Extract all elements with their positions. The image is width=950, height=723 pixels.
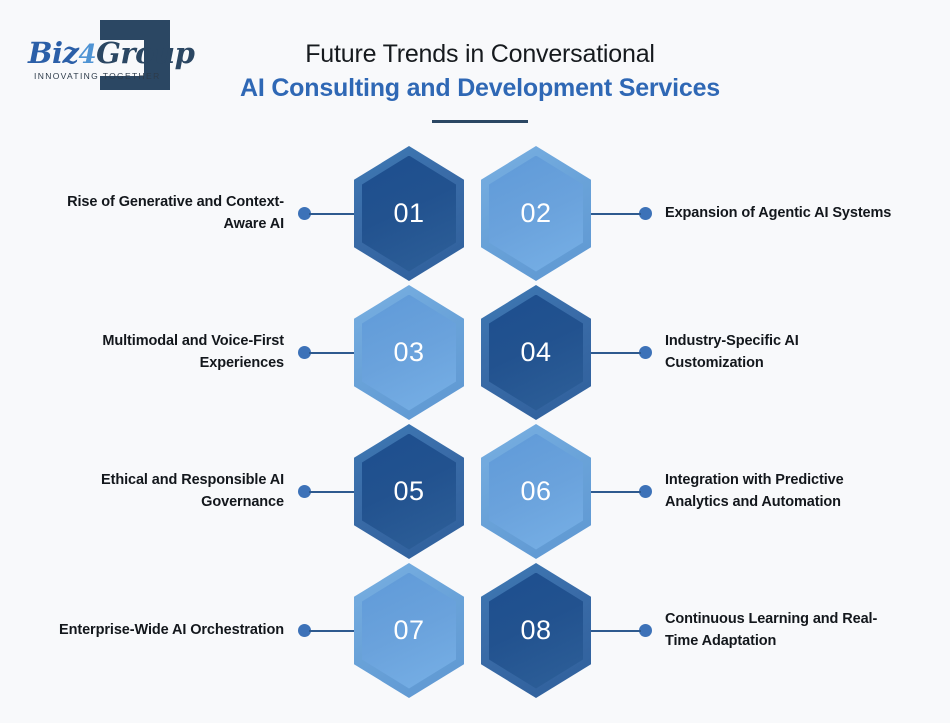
hexagon-number: 07 [393, 615, 425, 645]
connector-02 [586, 207, 652, 220]
connector-04 [586, 346, 652, 359]
connector-03 [298, 346, 364, 359]
title-block: Future Trends in Conversational AI Consu… [200, 38, 760, 123]
logo-text-biz: Biz [28, 36, 79, 70]
connector-line [586, 490, 641, 493]
connector-dot-icon [639, 485, 652, 498]
brand-logo[interactable]: Biz4Group INNOVATING TOGETHER [18, 16, 195, 96]
page-title-line2: AI Consulting and Development Services [239, 74, 720, 102]
trend-label-02: Expansion of Agentic AI Systems [665, 204, 892, 221]
connector-line [586, 212, 641, 215]
hexagon-number: 01 [393, 198, 425, 228]
hexagon-number: 02 [520, 198, 552, 228]
connector-dot-icon [298, 485, 311, 498]
trend-row: Multimodal and Voice-First Experiences 03… [0, 283, 950, 422]
connector-line [309, 212, 364, 215]
hexagon-badge-07[interactable]: 07 [354, 563, 464, 698]
hexagon-badge-08[interactable]: 08 [481, 563, 591, 698]
hexagon-number: 04 [520, 337, 552, 367]
trend-label-06: Integration with Predictive Analytics an… [665, 472, 844, 510]
trend-row: Rise of Generative and Context-Aware AI 0… [0, 144, 950, 283]
connector-dot-icon [298, 624, 311, 637]
connector-line [586, 629, 641, 632]
connector-dot-icon [298, 346, 311, 359]
hexagon-badge-01[interactable]: 01 [354, 146, 464, 281]
connector-dot-icon [639, 207, 652, 220]
trend-label-07: Enterprise-Wide AI Orchestration [59, 621, 284, 638]
hexagon-inner-face: 03 [362, 294, 456, 411]
connector-line [309, 629, 364, 632]
trend-label-08: Continuous Learning and Real-Time Adapta… [665, 611, 878, 649]
hexagon-number: 05 [393, 476, 425, 506]
connector-07 [298, 624, 364, 637]
connector-line [309, 351, 364, 354]
connector-01 [298, 207, 364, 220]
connector-dot-icon [298, 207, 311, 220]
trend-row: Ethical and Responsible AI Governance 05 I… [0, 422, 950, 561]
hexagon-badge-04[interactable]: 04 [481, 285, 591, 420]
trend-label-03: Multimodal and Voice-First Experiences [102, 333, 284, 371]
hexagon-badge-02[interactable]: 02 [481, 146, 591, 281]
hexagon-number: 03 [393, 337, 425, 367]
connector-dot-icon [639, 346, 652, 359]
logo-notch-icon [100, 40, 144, 76]
header: Biz4Group INNOVATING TOGETHER Future Tre… [0, 0, 950, 140]
connector-dot-icon [639, 624, 652, 637]
trend-label-01: Rise of Generative and Context-Aware AI [67, 194, 284, 232]
connector-line [309, 490, 364, 493]
trend-row: Enterprise-Wide AI Orchestration 07 Contin… [0, 561, 950, 700]
hexagon-badge-03[interactable]: 03 [354, 285, 464, 420]
hexagon-number: 08 [520, 615, 552, 645]
connector-08 [586, 624, 652, 637]
connector-05 [298, 485, 364, 498]
page-title-line1: Future Trends in Conversational [305, 40, 655, 68]
hexagon-badge-05[interactable]: 05 [354, 424, 464, 559]
trend-label-05: Ethical and Responsible AI Governance [101, 472, 284, 510]
hexagon-number: 06 [520, 476, 552, 506]
logo-text-four: 4 [78, 40, 97, 70]
logo-tagline: INNOVATING TOGETHER [34, 71, 161, 81]
trend-list: Rise of Generative and Context-Aware AI 0… [0, 144, 950, 700]
hexagon-inner-face: 04 [489, 294, 583, 411]
trend-label-04: Industry-Specific AI Customization [665, 333, 799, 371]
connector-06 [586, 485, 652, 498]
title-underline-rule [432, 120, 528, 123]
hexagon-badge-06[interactable]: 06 [481, 424, 591, 559]
logo-text-group: Group [96, 36, 195, 70]
logo-wordmark: Biz4Group [28, 36, 195, 70]
connector-line [586, 351, 641, 354]
